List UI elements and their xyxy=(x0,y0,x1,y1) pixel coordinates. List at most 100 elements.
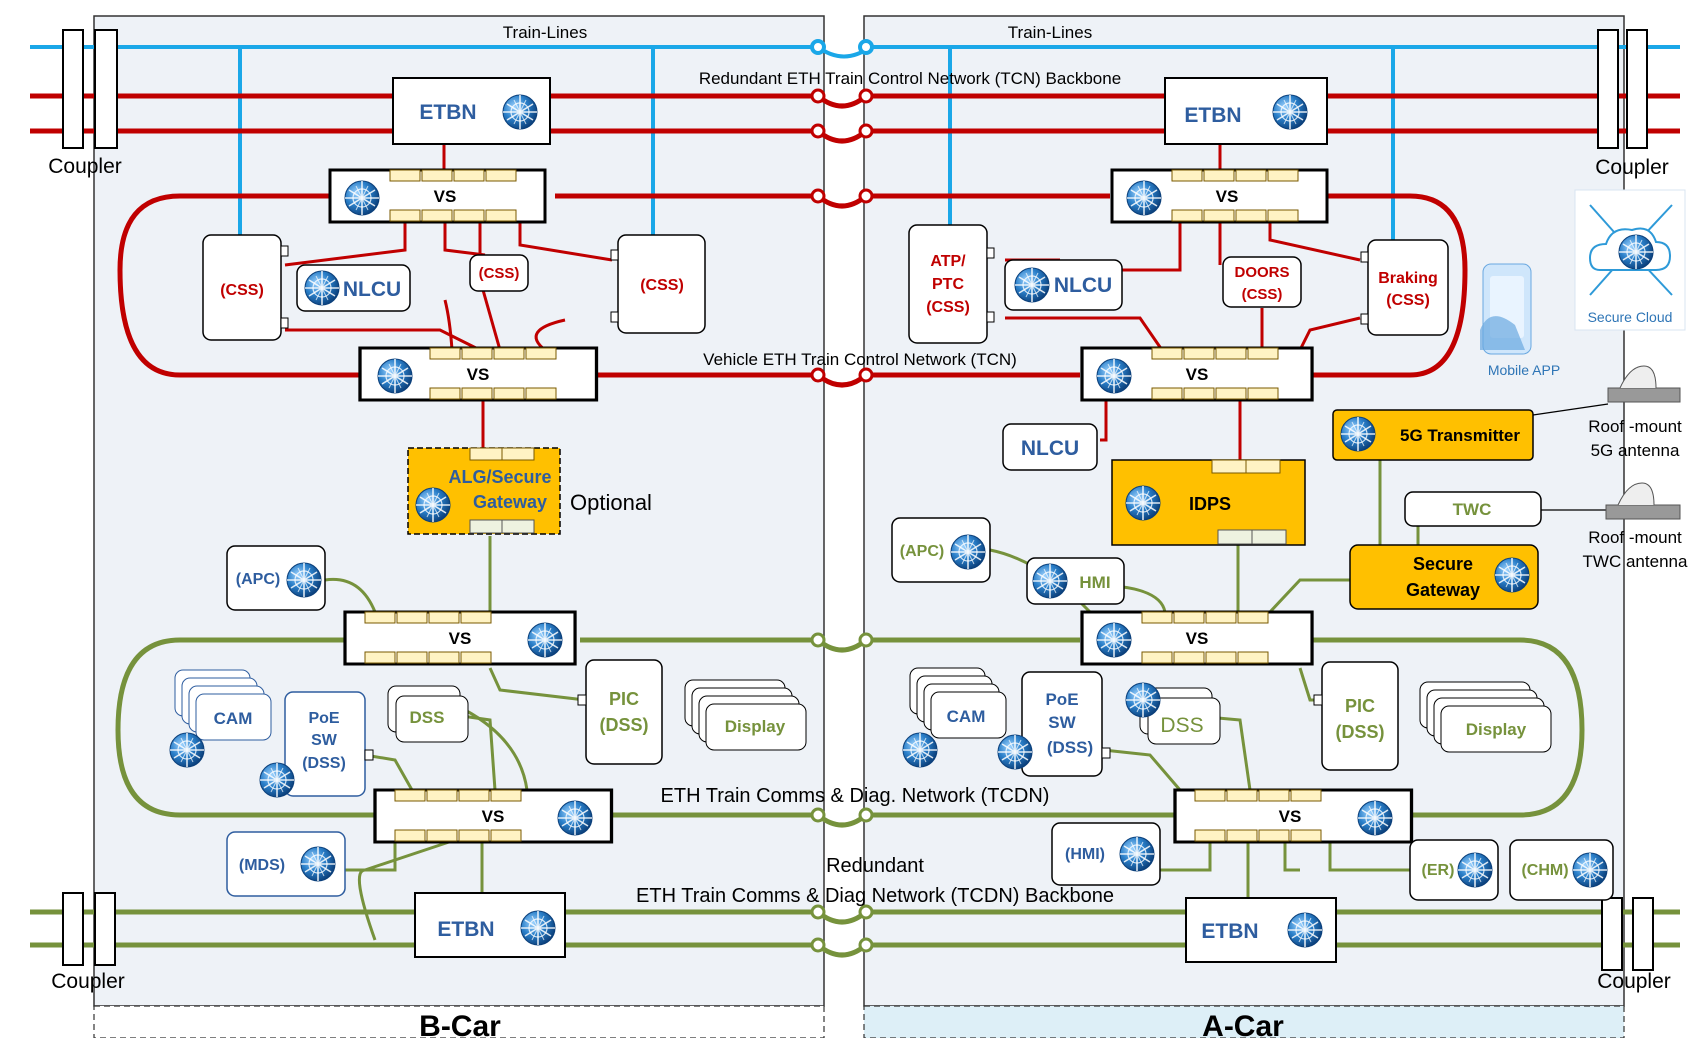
nlcu-label: NLCU xyxy=(343,278,401,301)
globe-icon xyxy=(377,358,413,394)
pic-b: PIC (DSS) xyxy=(577,659,663,765)
transmitter-5g: 5G Transmitter xyxy=(1332,409,1534,461)
hmi-a: HMI xyxy=(1026,557,1125,605)
vs-switch: VS xyxy=(373,788,614,844)
roof-twc-antenna: Roof -mount TWC antenna xyxy=(1583,482,1688,571)
vs-switch: VS xyxy=(358,346,599,402)
globe-icon xyxy=(1125,485,1161,521)
twc-label: TWC xyxy=(1453,500,1492,519)
cam-stack-a: CAM xyxy=(902,667,1007,768)
cam-label: CAM xyxy=(214,709,253,728)
globe-icon xyxy=(1572,852,1608,888)
poe-label-3: (DSS) xyxy=(1047,738,1093,757)
twc: TWC xyxy=(1404,491,1542,527)
globe-icon xyxy=(557,800,593,836)
doors-css: DOORS (CSS) xyxy=(1222,256,1302,308)
display-label: Display xyxy=(725,717,786,736)
apc-b: (APC) xyxy=(226,545,326,611)
pic-label-2: (DSS) xyxy=(600,715,649,735)
atp-label-2: PTC xyxy=(932,276,964,293)
display-stack-b: Display xyxy=(684,679,807,751)
globe-icon xyxy=(1119,836,1155,872)
etbn-label: ETBN xyxy=(1184,104,1241,127)
globe-icon xyxy=(1096,358,1132,394)
vs-switch: VS xyxy=(328,168,547,224)
css-device-right: (CSS) xyxy=(610,234,706,334)
globe-icon xyxy=(169,732,205,768)
mds-b: (MDS) xyxy=(226,831,346,897)
tcdn-backbone-label-1: Redundant xyxy=(826,855,924,877)
atp-ptc: ATP/ PTC (CSS) xyxy=(908,224,995,344)
tcdn-backbone-label-2: ETH Train Comms & Diag Network (TCDN) Ba… xyxy=(636,885,1114,907)
braking-label-1: Braking xyxy=(1378,270,1438,287)
b-car-label: B-Car xyxy=(419,1010,501,1038)
roof-twc-label-2: TWC antenna xyxy=(1583,552,1688,571)
globe-icon xyxy=(286,562,322,598)
globe-icon xyxy=(520,910,556,946)
secure-cloud-label: Secure Cloud xyxy=(1588,309,1673,325)
nlcu-label: NLCU xyxy=(1054,274,1112,297)
vs-label: VS xyxy=(1186,629,1209,648)
etbn-label: ETBN xyxy=(1201,920,1258,943)
dss-b: DSS xyxy=(387,685,469,743)
vs-switch: VS xyxy=(1080,346,1314,402)
secure-gateway-label-2: Gateway xyxy=(1406,580,1480,600)
globe-icon xyxy=(1126,180,1162,216)
doors-label-1: DOORS xyxy=(1234,264,1289,281)
css-label: (CSS) xyxy=(640,277,684,294)
a-car-label: A-Car xyxy=(1202,1010,1284,1038)
hmi-label: HMI xyxy=(1079,573,1110,592)
dss-label: DSS xyxy=(410,708,445,727)
globe-icon xyxy=(415,487,451,523)
alg-label-1: ALG/Secure xyxy=(448,467,551,487)
display-stack-a: Display xyxy=(1419,681,1552,753)
css-label: (CSS) xyxy=(220,282,264,299)
pic-a: PIC (DSS) xyxy=(1313,661,1399,771)
poe-label-2: SW xyxy=(311,732,338,749)
poe-switch-b: PoE SW (DSS) xyxy=(259,691,374,798)
css-label: (CSS) xyxy=(479,265,520,282)
globe-icon xyxy=(1096,622,1132,658)
chm-label: (CHM) xyxy=(1521,862,1568,879)
pic-label-1: PIC xyxy=(1345,696,1375,716)
atp-label-1: ATP/ xyxy=(930,253,966,270)
dss-label: DSS xyxy=(1160,714,1203,737)
globe-icon xyxy=(344,180,380,216)
globe-icon xyxy=(300,846,336,882)
roof-5g-label-2: 5G antenna xyxy=(1591,441,1680,460)
css-device-left: (CSS) xyxy=(202,234,289,341)
vehicle-tcn-label: Vehicle ETH Train Control Network (TCN) xyxy=(703,350,1017,369)
secure-gateway: Secure Gateway xyxy=(1349,544,1539,610)
globe-icon xyxy=(902,732,938,768)
cam-stack-b: CAM xyxy=(169,669,272,768)
train-line xyxy=(30,39,1680,258)
train-lines-label-b: Train-Lines xyxy=(503,23,587,42)
optional-label: Optional xyxy=(570,490,652,515)
nlcu-label: NLCU xyxy=(1021,437,1079,460)
etbn-a-bottom: ETBN xyxy=(1185,897,1337,963)
tcn-links xyxy=(284,131,1361,460)
globe-icon xyxy=(997,734,1033,770)
tcn-backbone-label: Redundant ETH Train Control Network (TCN… xyxy=(699,69,1121,88)
poe-label-2: SW xyxy=(1048,713,1076,732)
idps-label: IDPS xyxy=(1189,494,1231,514)
globe-icon xyxy=(527,622,563,658)
coupler-label-br: Coupler xyxy=(1597,970,1671,993)
secure-cloud: Secure Cloud xyxy=(1574,189,1686,331)
braking-label-2: (CSS) xyxy=(1386,292,1430,309)
tcdn-ring xyxy=(115,632,1585,828)
apc-label: (APC) xyxy=(900,543,944,560)
vehicle-tcn-ring xyxy=(117,188,1468,388)
antenna-link-5g xyxy=(1532,403,1609,416)
globe-icon xyxy=(1272,94,1308,130)
globe-icon xyxy=(304,270,340,306)
etbn-b-bottom: ETBN xyxy=(414,892,566,958)
globe-icon xyxy=(1457,852,1493,888)
roof-5g-label-1: Roof -mount xyxy=(1588,417,1682,436)
nlcu-a: NLCU xyxy=(1004,259,1123,311)
transmitter-5g-label: 5G Transmitter xyxy=(1400,426,1520,445)
coupler-label-bl: Coupler xyxy=(51,970,125,993)
braking-css: Braking (CSS) xyxy=(1360,239,1449,336)
coupler-label-tl: Coupler xyxy=(48,155,122,178)
